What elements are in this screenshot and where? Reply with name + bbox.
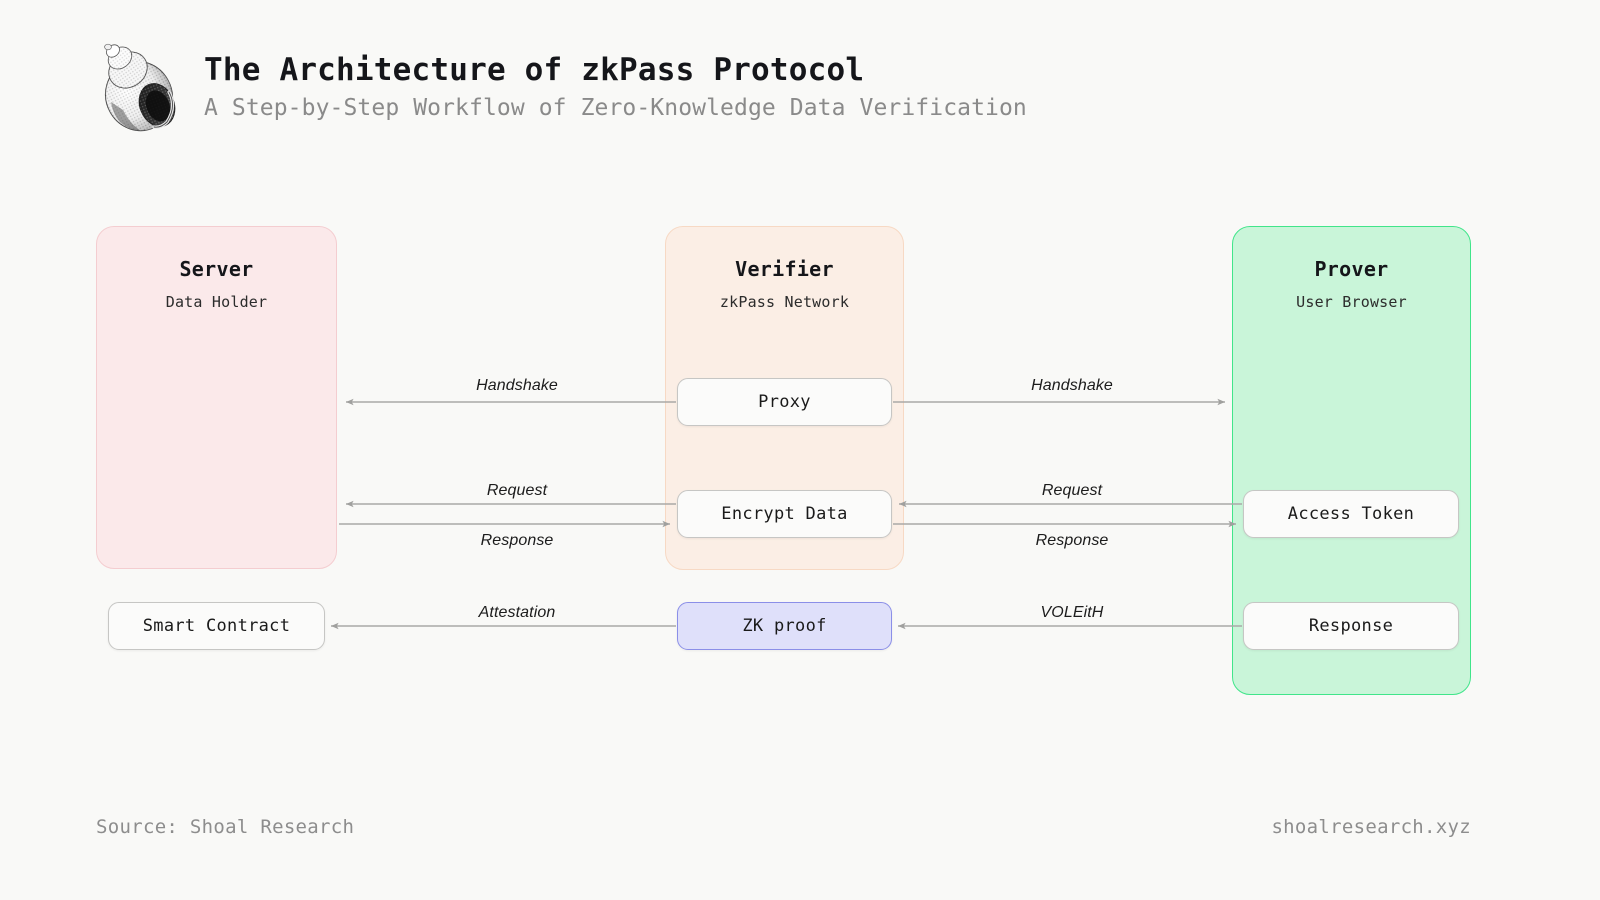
node-response[interactable]: Response — [1243, 602, 1459, 650]
edge-label-handshake-left: Handshake — [476, 377, 558, 394]
node-zk-proof[interactable]: ZK proof — [677, 602, 892, 650]
edge-label-response-left: Response — [480, 532, 554, 549]
node-proxy[interactable]: Proxy — [677, 378, 892, 426]
page-header: The Architecture of zkPass Protocol A St… — [96, 38, 1027, 138]
page-subtitle: A Step-by-Step Workflow of Zero-Knowledg… — [204, 95, 1027, 122]
lane-prover-title: Prover — [1314, 257, 1389, 281]
page-title: The Architecture of zkPass Protocol — [204, 52, 865, 89]
lane-server-head: Server Data Holder — [97, 257, 336, 311]
footer-site[interactable]: shoalresearch.xyz — [1271, 816, 1471, 838]
lane-server-subtitle: Data Holder — [165, 293, 268, 311]
lane-verifier-subtitle: zkPass Network — [719, 293, 850, 311]
edge-label-request-right: Request — [1041, 482, 1103, 499]
node-access-token[interactable]: Access Token — [1243, 490, 1459, 538]
edge-label-request-left: Request — [486, 482, 548, 499]
lane-prover-subtitle: User Browser — [1296, 293, 1407, 311]
lane-server: Server Data Holder — [96, 226, 337, 569]
edge-label-handshake-right: Handshake — [1031, 377, 1113, 394]
lane-verifier-title: Verifier — [735, 257, 834, 281]
edge-label-response-right: Response — [1035, 532, 1109, 549]
node-encrypt-data[interactable]: Encrypt Data — [677, 490, 892, 538]
node-smart-contract[interactable]: Smart Contract — [108, 602, 325, 650]
edge-label-attestation: Attestation — [478, 604, 556, 621]
edge-label-voleith: VOLEitH — [1040, 604, 1104, 621]
lane-prover-head: Prover User Browser — [1233, 257, 1470, 311]
lane-server-title: Server — [179, 257, 254, 281]
snail-shell-icon — [96, 38, 182, 138]
lane-verifier-head: Verifier zkPass Network — [666, 257, 903, 311]
title-block: The Architecture of zkPass Protocol A St… — [204, 50, 1027, 125]
footer-source: Source: Shoal Research — [96, 816, 355, 838]
